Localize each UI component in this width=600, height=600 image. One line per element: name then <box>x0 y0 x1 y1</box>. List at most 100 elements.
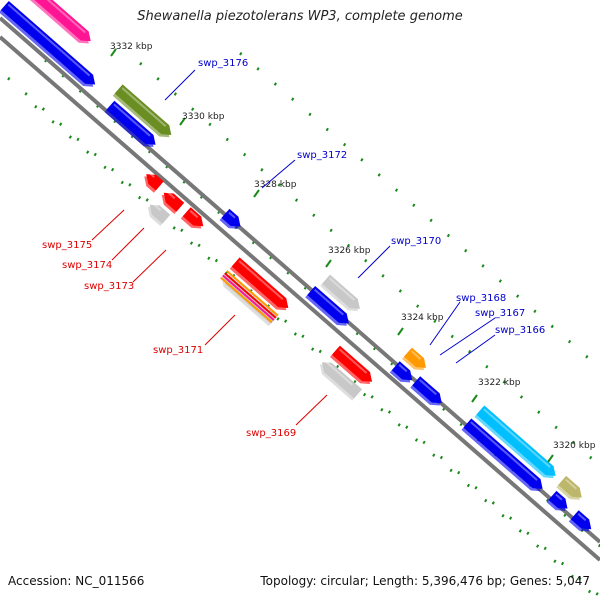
gene-label-swp-3172[interactable]: swp_3172 <box>297 150 347 161</box>
gene-red-long[interactable] <box>229 257 293 314</box>
scale-dot <box>301 334 305 339</box>
gene-blue-3320[interactable] <box>546 490 572 515</box>
gene-red-3169[interactable] <box>330 345 376 389</box>
gene-swp-3170[interactable] <box>305 286 353 330</box>
scale-dot <box>439 455 443 460</box>
scale-dot <box>342 142 347 147</box>
scale-dot <box>311 347 315 351</box>
scale-dot <box>197 243 201 248</box>
gene-swp-3173[interactable] <box>180 207 207 233</box>
tick-label-3326: 3326 kbp <box>328 246 371 256</box>
scale-dot <box>543 546 547 551</box>
gene-red-b[interactable] <box>158 188 185 215</box>
gene-swp-3175[interactable] <box>140 170 164 193</box>
scale-dot <box>484 498 488 503</box>
gene-label-swp-3170[interactable]: swp_3170 <box>391 236 441 247</box>
scale-dot <box>589 455 593 460</box>
tick-label-3322: 3322 kbp <box>478 378 521 388</box>
scale-dot <box>364 258 368 263</box>
scale-dot-rows <box>7 51 600 596</box>
gene-labels: swp_3176 swp_3172 swp_3170 swp_3168 swp_… <box>42 58 545 439</box>
scale-dot <box>103 165 107 170</box>
scale-dot <box>571 440 575 445</box>
gene-label-swp-3175[interactable]: swp_3175 <box>42 240 92 251</box>
scale-dot <box>422 440 426 445</box>
scale-dot <box>519 395 524 399</box>
scale-dot <box>360 158 364 162</box>
gene-pink-top[interactable] <box>13 0 94 48</box>
scale-ticks: 3332 kbp 3330 kbp 3328 kbp 3326 kbp 3324… <box>110 42 596 463</box>
scale-dot <box>335 364 340 369</box>
gene-swp-3172[interactable] <box>219 208 245 233</box>
gene-swp-3169[interactable] <box>316 358 363 401</box>
scale-dot <box>560 561 565 566</box>
scale-dot <box>377 173 381 177</box>
scale-dot <box>362 392 367 397</box>
scale-dot <box>284 319 288 323</box>
scale-dot <box>260 168 264 172</box>
gene-label-swp-3176[interactable]: swp_3176 <box>198 58 248 69</box>
scale-dot <box>68 135 72 139</box>
scale-dot <box>387 410 392 414</box>
scale-dot <box>208 122 212 127</box>
scale-dot <box>51 120 55 124</box>
gene-label-swp-3173[interactable]: swp_3173 <box>84 281 134 292</box>
scale-dot <box>467 349 472 354</box>
tick-label-3330: 3330 kbp <box>182 112 225 122</box>
scale-dot <box>405 425 409 429</box>
scale-dot <box>242 152 247 157</box>
scale-dot <box>24 92 28 96</box>
scale-dot <box>294 198 299 202</box>
gene-blue-2[interactable] <box>104 100 159 152</box>
gene-swp-3167[interactable] <box>389 361 416 387</box>
gene-swp-3166[interactable] <box>410 376 445 410</box>
scale-dot <box>578 576 582 581</box>
scale-dot <box>446 233 451 238</box>
gene-swp-3171[interactable] <box>217 270 279 327</box>
gene-swp-3176[interactable] <box>112 84 176 141</box>
scale-dot <box>214 258 219 263</box>
scale-dot <box>291 97 295 101</box>
gene-label-swp-3167[interactable]: swp_3167 <box>475 308 525 319</box>
gene-blue-edge[interactable] <box>568 510 595 536</box>
gene-label-swp-3171[interactable]: swp_3171 <box>153 345 203 356</box>
gene-khaki[interactable] <box>556 475 585 504</box>
scale-dot <box>34 104 38 109</box>
gene-label-swp-3169[interactable]: swp_3169 <box>246 428 296 439</box>
gene-blue-top[interactable] <box>0 0 99 91</box>
scale-dot <box>449 468 453 473</box>
scale-dot <box>397 423 401 427</box>
scale-dot <box>256 67 260 71</box>
scale-dot <box>491 501 495 505</box>
scale-dot <box>293 332 297 336</box>
scale-dot <box>325 127 329 132</box>
scale-dot <box>450 334 454 339</box>
scale-dot <box>76 137 80 142</box>
scale-dot <box>59 122 63 126</box>
scale-dot <box>276 317 280 321</box>
gene-label-swp-3166[interactable]: swp_3166 <box>495 325 545 336</box>
scale-dot <box>93 152 97 157</box>
scale-dot <box>394 188 399 192</box>
scale-dot <box>318 349 322 354</box>
gene-label-swp-3174[interactable]: swp_3174 <box>62 260 112 271</box>
scale-dot <box>41 107 45 111</box>
scale-dot <box>526 531 530 536</box>
scale-dot <box>416 304 420 308</box>
scale-dot <box>585 354 589 359</box>
scale-dot <box>239 51 243 56</box>
scale-dot <box>137 195 142 200</box>
scale-dot <box>595 592 599 596</box>
scale-dot <box>502 380 506 384</box>
gene-label-swp-3168[interactable]: swp_3168 <box>456 293 506 304</box>
gene-cyan[interactable] <box>474 405 559 483</box>
gene-swp-3168[interactable] <box>402 347 430 375</box>
scale-dot <box>172 226 176 230</box>
gene-grey-3170[interactable] <box>320 274 364 316</box>
gene-blue-3322[interactable] <box>461 418 546 496</box>
scale-dot <box>225 137 229 142</box>
scale-dot <box>501 514 505 518</box>
gene-swp-3174[interactable] <box>144 200 171 227</box>
scale-dot <box>173 92 177 96</box>
